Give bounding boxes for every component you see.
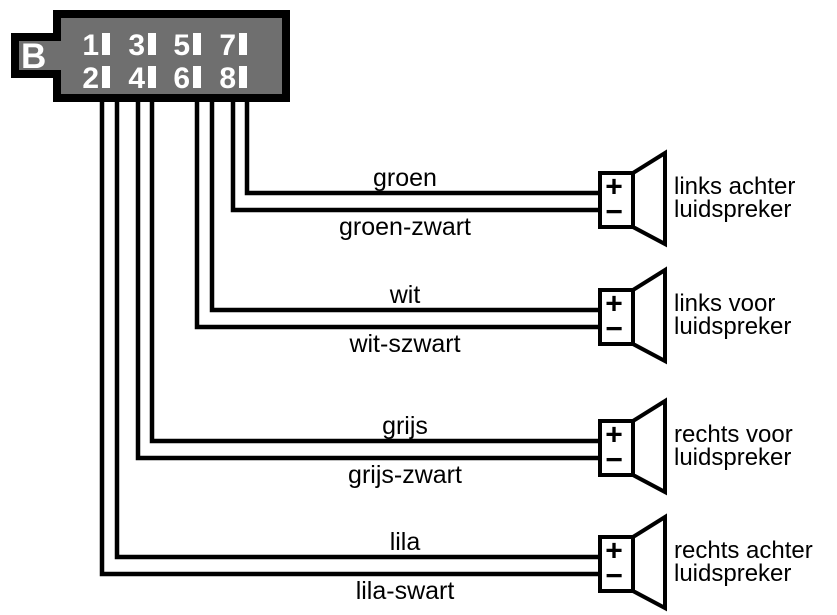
speaker-name-line1: rechts achter — [674, 537, 813, 564]
wire-labels: groen groen-zwart wit wit-szwart grijs g… — [339, 164, 471, 605]
pin-number-8: 8 — [219, 62, 236, 95]
wire-label-lila-swart: lila-swart — [356, 577, 455, 605]
wire-wit — [209, 98, 599, 313]
connector-label: B — [21, 37, 46, 76]
wire-label-groen-zwart: groen-zwart — [339, 213, 471, 241]
wire-groen-zwart — [230, 98, 599, 213]
wire-grijs-zwart — [135, 98, 599, 461]
wire-lila-swart — [99, 98, 599, 577]
speaker-cone-icon — [631, 266, 667, 365]
speaker-terminal-box — [598, 535, 635, 593]
wire-grijs — [149, 98, 599, 444]
minus-terminal-icon: − — [605, 313, 623, 346]
pin-slot-6 — [193, 66, 201, 88]
speaker-name-line1: links voor — [674, 290, 775, 317]
speaker-links-achter: + − links achter luidspreker — [598, 149, 795, 248]
pin-number-2: 2 — [82, 62, 99, 95]
pin-number-7: 7 — [219, 29, 236, 62]
speaker-name-line2: luidspreker — [674, 313, 791, 340]
speaker-cone-icon — [631, 149, 667, 248]
minus-terminal-icon: − — [605, 196, 623, 229]
speaker-name-line2: luidspreker — [674, 196, 791, 223]
speaker-rechts-voor: + − rechts voor luidspreker — [598, 397, 793, 496]
pin-number-1: 1 — [82, 29, 99, 62]
pin-slot-8 — [239, 66, 247, 88]
speaker-cone-icon — [631, 397, 667, 496]
speaker-terminal-box — [598, 171, 635, 229]
speaker-name-line2: luidspreker — [674, 560, 791, 587]
pin-slot-7 — [239, 33, 247, 55]
pin-number-6: 6 — [173, 62, 190, 95]
connector-body — [19, 18, 282, 94]
speaker-links-voor: + − links voor luidspreker — [598, 266, 791, 365]
speaker-rechts-achter: + − rechts achter luidspreker — [598, 513, 813, 612]
pin-number-5: 5 — [173, 29, 190, 62]
pin-number-3: 3 — [128, 29, 145, 62]
wire-label-grijs-zwart: grijs-zwart — [348, 461, 462, 489]
speaker-cone-icon — [631, 513, 667, 612]
plus-terminal-icon: + — [605, 535, 623, 568]
wire-groen — [244, 98, 599, 196]
wire-label-wit: wit — [389, 281, 421, 309]
wire-label-groen: groen — [373, 164, 437, 192]
pin-slot-4 — [148, 66, 156, 88]
wires — [99, 98, 599, 577]
plus-terminal-icon: + — [605, 288, 623, 321]
speaker-name-line1: rechts voor — [674, 421, 793, 448]
pin-slot-2 — [102, 66, 110, 88]
speaker-name-line1: links achter — [674, 173, 795, 200]
pin-slot-3 — [148, 33, 156, 55]
pin-slot-5 — [193, 33, 201, 55]
speaker-name-line2: luidspreker — [674, 444, 791, 471]
wire-wit-szwart — [194, 98, 599, 330]
minus-terminal-icon: − — [605, 444, 623, 477]
wire-label-wit-szwart: wit-szwart — [348, 330, 460, 358]
speaker-terminal-box — [598, 419, 635, 477]
plus-terminal-icon: + — [605, 419, 623, 452]
speaker-terminal-box — [598, 288, 635, 346]
wire-lila — [114, 98, 599, 560]
pin-slot-1 — [102, 33, 110, 55]
plus-terminal-icon: + — [605, 171, 623, 204]
pin-number-4: 4 — [128, 62, 145, 95]
wire-label-grijs: grijs — [382, 412, 428, 440]
connector-b: B 1 3 5 7 2 4 6 8 — [11, 10, 290, 102]
wire-label-lila: lila — [390, 528, 421, 556]
minus-terminal-icon: − — [605, 560, 623, 593]
